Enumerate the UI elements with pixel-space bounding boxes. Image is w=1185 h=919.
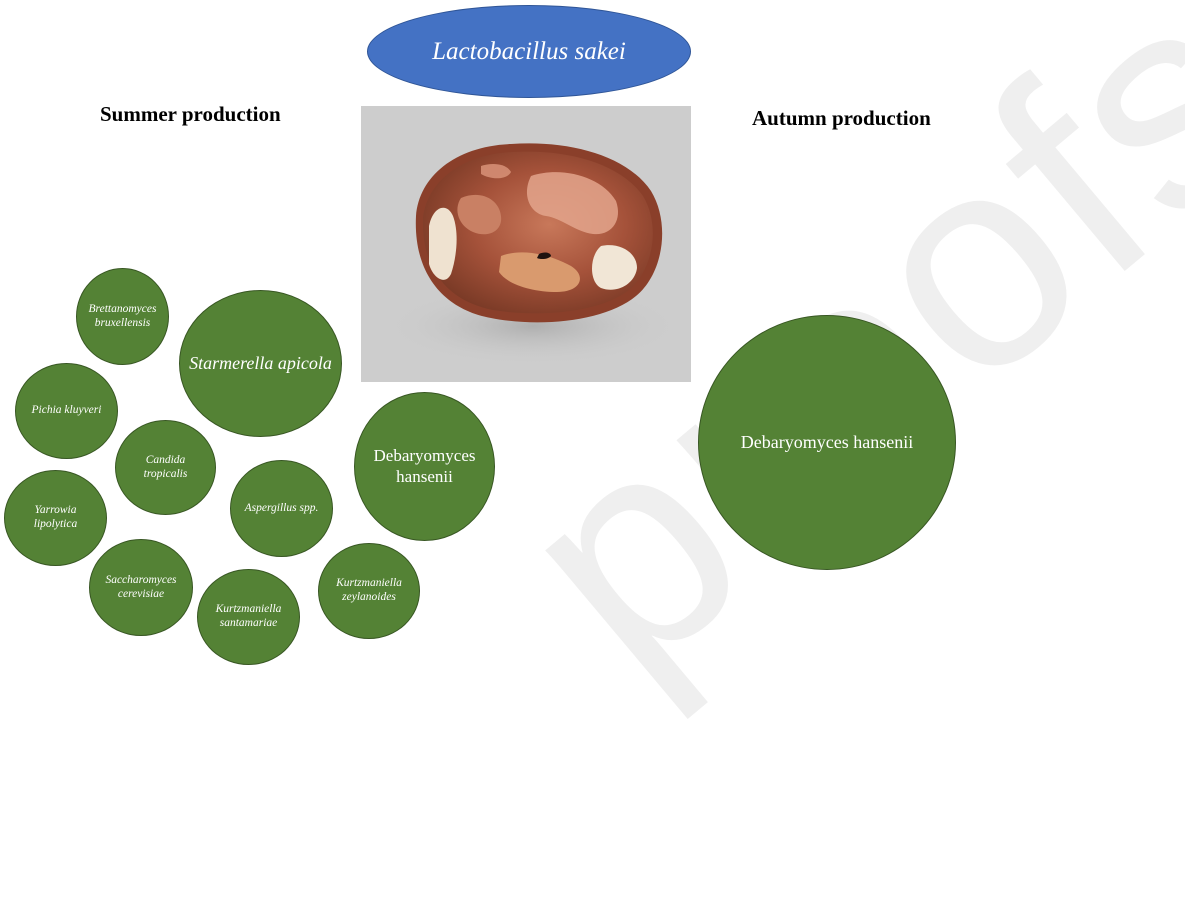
sausage-slice-image [361,106,691,382]
autumn-heading: Autumn production [752,106,931,131]
circle-aspergillus-spp: Aspergillus spp. [230,460,333,557]
circle-debaryomyces-hansenii-summer: Debaryomyces hansenii [354,392,495,541]
lactobacillus-label: Lactobacillus sakei [432,38,626,66]
circle-brettanomyces-bruxellensis: Brettanomyces bruxellensis [76,268,169,365]
circle-candida-tropicalis: Candida tropicalis [115,420,216,515]
circle-kurtzmaniella-zeylanoides: Kurtzmaniella zeylanoides [318,543,420,639]
circle-saccharomyces-cerevisiae: Saccharomyces cerevisiae [89,539,193,636]
sausage-photo [361,106,691,382]
summer-heading: Summer production [100,102,281,127]
circle-starmerella-apicola: Starmerella apicola [179,290,342,437]
circle-yarrowia-lipolytica: Yarrowia lipolytica [4,470,107,566]
circle-pichia-kluyveri: Pichia kluyveri [15,363,118,459]
circle-debaryomyces-hansenii-autumn: Debaryomyces hansenii [698,315,956,570]
lactobacillus-oval: Lactobacillus sakei [367,5,691,98]
circle-kurtzmaniella-santamariae: Kurtzmaniella santamariae [197,569,300,665]
